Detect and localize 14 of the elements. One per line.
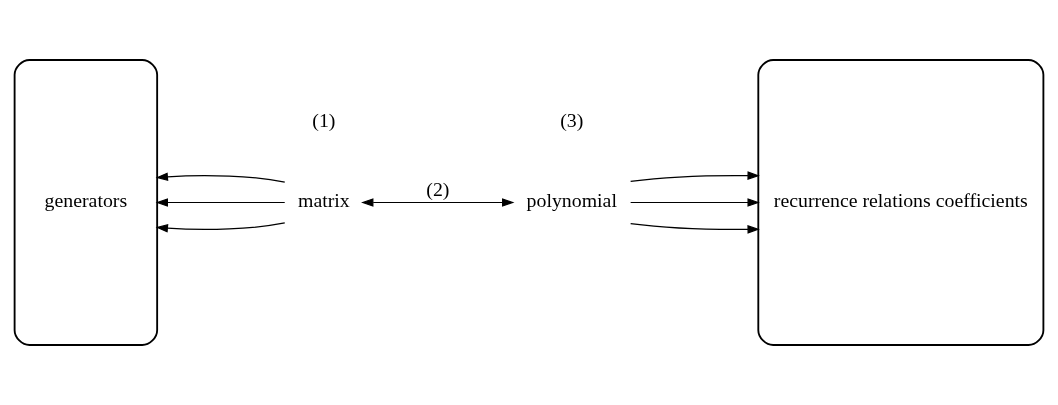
arrow [630, 171, 760, 182]
edge-label: (2) [426, 178, 450, 201]
arrow [630, 198, 760, 207]
arrow [155, 222, 286, 233]
arrow [361, 198, 515, 207]
arrow [155, 172, 286, 183]
node-text: matrix [297, 189, 350, 212]
arrow [630, 223, 760, 234]
arrow [155, 198, 286, 207]
label: (3) [560, 108, 584, 131]
label: (1) [312, 108, 336, 131]
node-box: generators [13, 59, 159, 346]
node-box: recurrence relations coefficients [757, 59, 1045, 346]
node-text: polynomial [526, 189, 617, 212]
